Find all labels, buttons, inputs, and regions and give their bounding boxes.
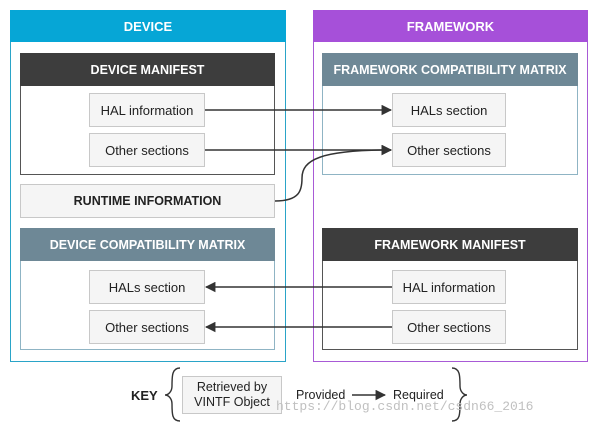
framework-header: FRAMEWORK bbox=[313, 10, 588, 42]
device-header: DEVICE bbox=[10, 10, 286, 42]
framework-manifest-other-sections[interactable]: Other sections bbox=[392, 310, 506, 344]
framework-manifest-hal-information[interactable]: HAL information bbox=[392, 270, 506, 304]
framework-compat-other-sections[interactable]: Other sections bbox=[392, 133, 506, 167]
device-compat-matrix-title: DEVICE COMPATIBILITY MATRIX bbox=[20, 228, 275, 261]
framework-manifest-title: FRAMEWORK MANIFEST bbox=[322, 228, 578, 261]
key-retrieved-line1: Retrieved by bbox=[196, 380, 268, 394]
arrow-runtime-to-other bbox=[274, 144, 393, 202]
key-retrieved-line2: VINTF Object bbox=[194, 395, 270, 409]
framework-compat-hals-section[interactable]: HALs section bbox=[392, 93, 506, 127]
runtime-information[interactable]: RUNTIME INFORMATION bbox=[20, 184, 275, 218]
key-right-brace bbox=[451, 367, 468, 422]
key-required: Required bbox=[393, 388, 444, 402]
device-manifest-title: DEVICE MANIFEST bbox=[20, 53, 275, 86]
watermark: https://blog.csdn.net/csdn66_2016 bbox=[276, 399, 534, 414]
device-compat-other-sections[interactable]: Other sections bbox=[89, 310, 205, 344]
device-compat-hals-section[interactable]: HALs section bbox=[89, 270, 205, 304]
key-left-brace bbox=[164, 367, 181, 422]
key-provided: Provided bbox=[296, 388, 346, 402]
framework-compat-matrix-title: FRAMEWORK COMPATIBILITY MATRIX bbox=[322, 53, 578, 86]
key-label: KEY bbox=[131, 387, 158, 403]
device-manifest-hal-information[interactable]: HAL information bbox=[89, 93, 205, 127]
device-manifest-other-sections[interactable]: Other sections bbox=[89, 133, 205, 167]
key-retrieved-box: Retrieved by VINTF Object bbox=[182, 376, 282, 414]
